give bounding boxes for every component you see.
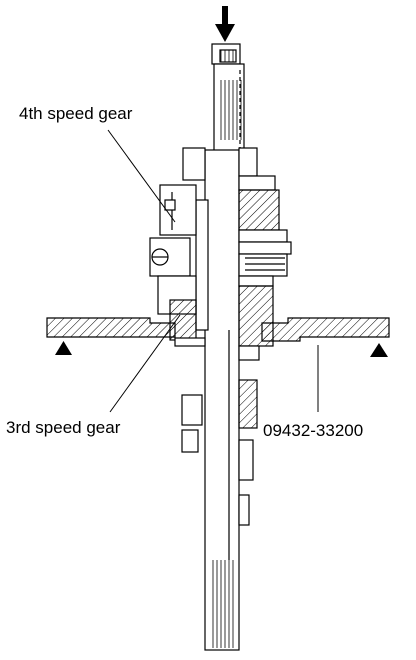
main-shaft [195, 43, 245, 651]
triangle-support-icon [370, 343, 388, 357]
tool-number-label: 09432-33200 [263, 421, 364, 440]
third-speed-gear-label: 3rd speed gear [6, 418, 121, 437]
leader-lines [107, 129, 319, 413]
support-plate [46, 317, 390, 342]
gear-stack [238, 147, 292, 526]
left-gear-stack [149, 147, 206, 453]
down-arrow-icon [215, 6, 235, 42]
fourth-speed-gear-label: 4th speed gear [19, 104, 133, 123]
triangle-support-icon [55, 341, 72, 355]
